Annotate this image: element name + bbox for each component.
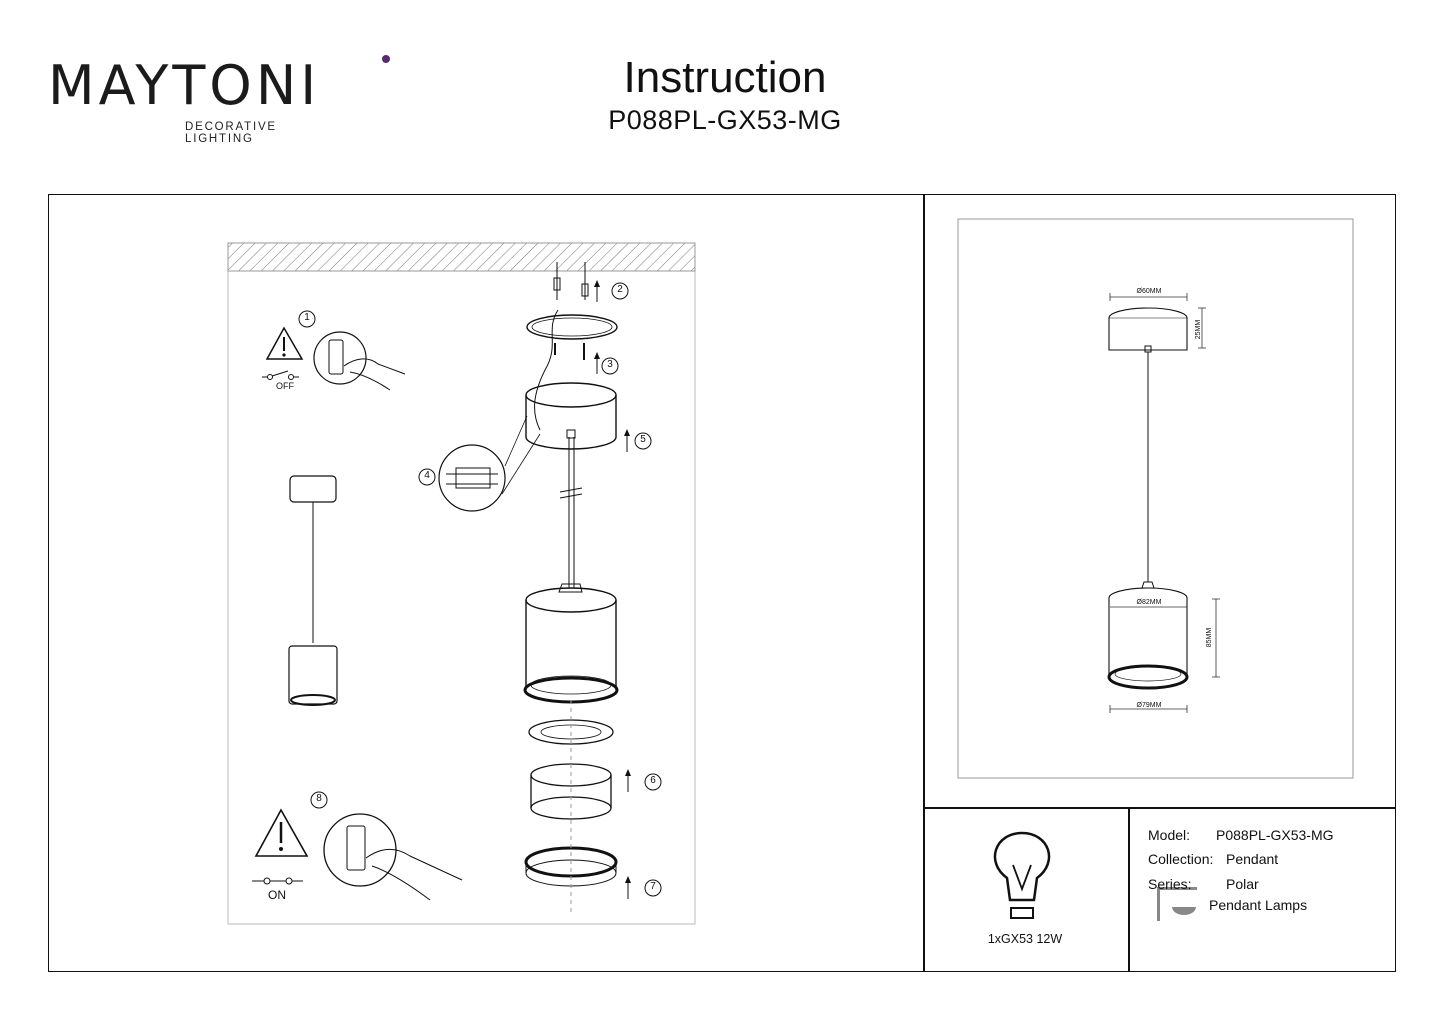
step-5-label: 5: [640, 434, 646, 445]
step-1-label: 1: [304, 312, 310, 323]
brand-subtitle: DECORATIVE LIGHTING: [185, 121, 277, 145]
document-title: Instruction P088PL-GX53-MG: [560, 52, 890, 136]
switch-on-icon: [252, 877, 303, 885]
dimension-drawing: [1107, 293, 1220, 713]
step-2-label: 2: [617, 284, 623, 295]
ceiling-hatch: [227, 242, 696, 272]
step-7-badge: [644, 879, 662, 897]
switch-off-label: OFF: [276, 381, 294, 391]
top-diameter-label: Ø60MM: [1136, 288, 1162, 295]
model-value: P088PL-GX53-MG: [1216, 827, 1334, 843]
shade-height-label: 85MM: [1206, 627, 1214, 648]
lamp-type-value: Pendant Lamps: [1209, 897, 1308, 913]
exploded-view: [438, 262, 631, 912]
dimension-drawing-border: [957, 218, 1354, 779]
warning-icon-2: [254, 808, 309, 857]
collection-value: Pendant: [1226, 851, 1279, 867]
step-8-badge: [310, 791, 328, 809]
frame-divider-vertical: [923, 194, 925, 972]
brand-logo: MAYTONI DECORATIVE LIGHTING: [48, 54, 390, 145]
switch-off-icon: [262, 370, 299, 380]
hand-switch-off-icon: [313, 331, 406, 391]
frame-divider-horizontal: [923, 807, 1396, 809]
pendant-preview: [288, 475, 338, 706]
model-code-heading: P088PL-GX53-MG: [608, 105, 842, 135]
step-3-label: 3: [607, 359, 613, 370]
bottom-diameter-label: Ø79MM: [1136, 702, 1162, 709]
step-2-badge: [611, 282, 629, 300]
bulb-icon: [993, 831, 1051, 919]
step-4-badge: [418, 468, 436, 486]
step-3-badge: [601, 357, 619, 375]
warning-icon: [265, 326, 304, 360]
bulb-spec: 1xGX53 12W: [987, 932, 1063, 946]
instruction-frame: [48, 194, 1396, 972]
shade-diameter-label: Ø82MM: [1136, 599, 1162, 606]
model-label: Model:: [1148, 827, 1191, 843]
instruction-heading: Instruction: [623, 53, 827, 102]
series-value: Polar: [1226, 876, 1259, 892]
brand-name: MAYTONI: [48, 54, 321, 117]
step-1-badge: [298, 310, 316, 328]
hand-switch-on-icon: [323, 813, 463, 901]
step-6-badge: [644, 773, 662, 791]
top-height-label: 25MM: [1195, 319, 1203, 340]
logo-dot-icon: [382, 55, 390, 63]
pendant-lamp-type-icon: [1157, 887, 1197, 921]
step-4-label: 4: [424, 470, 430, 481]
collection-label: Collection:: [1148, 851, 1214, 867]
series-label: Series:: [1148, 876, 1192, 892]
spec-divider-vertical: [1128, 807, 1130, 972]
step-6-label: 6: [650, 775, 656, 786]
step-8-label: 8: [316, 793, 322, 804]
switch-on-label: ON: [268, 888, 286, 902]
step-5-badge: [634, 432, 652, 450]
step-7-label: 7: [650, 881, 656, 892]
diagram-border: [227, 242, 696, 925]
